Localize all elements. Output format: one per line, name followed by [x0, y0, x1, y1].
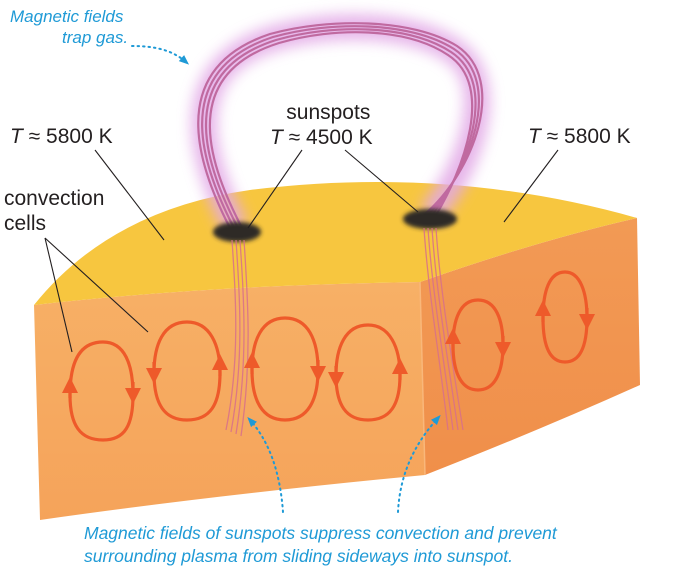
leader-lines	[44, 149, 559, 353]
right-temp-value: ≈ 5800 K	[546, 125, 631, 148]
leader-sunspot-right	[344, 149, 419, 213]
magnetic-field-line	[197, 22, 484, 229]
left-temp-label: T ≈ 5800 K	[10, 124, 113, 149]
left-temp-symbol: T	[10, 125, 23, 148]
callout-sunspot-right	[397, 415, 441, 513]
magnetic-loop	[191, 14, 490, 234]
convection-line2: cells	[4, 212, 47, 235]
magnetic-trap-label: Magnetic fields trap gas.	[10, 6, 128, 48]
leader-convection-2	[44, 237, 149, 333]
convection-cell	[451, 298, 505, 392]
front-face	[34, 282, 425, 520]
magnetic-trap-line1: Magnetic fields	[10, 7, 124, 26]
edge-highlight	[419, 281, 426, 476]
solar-block	[34, 181, 640, 520]
magnetic-trap-line2: trap gas.	[62, 28, 129, 47]
convection-cell	[334, 323, 402, 422]
convection-label: convection cells	[4, 186, 104, 236]
blue-callouts	[131, 45, 441, 513]
magnetic-field-line	[201, 25, 480, 229]
convection-cell	[68, 340, 135, 442]
leader-convection-1	[44, 237, 73, 353]
left-temp-value: ≈ 5800 K	[28, 125, 113, 148]
convection-cell	[250, 316, 320, 422]
bottom-caption-line2: surrounding plasma from sliding sideways…	[84, 546, 513, 566]
convection-line1: convection	[4, 187, 105, 210]
sunspots-temp: T ≈ 4500 K	[270, 125, 373, 150]
callout-sunspot-left	[247, 417, 284, 513]
magnetic-field-line	[208, 31, 474, 229]
leader-right-temp	[503, 149, 559, 223]
side-face	[420, 218, 640, 475]
sunspots-temp-value: ≈ 4500 K	[288, 126, 373, 149]
right-temp-label: T ≈ 5800 K	[528, 124, 631, 149]
subsurface-field-lines	[225, 227, 464, 437]
bottom-caption: Magnetic fields of sunspots suppress con…	[84, 522, 557, 568]
sunspots-temp-symbol: T	[270, 126, 283, 149]
convection-cells	[62, 270, 595, 442]
bottom-caption-line1: Magnetic fields of sunspots suppress con…	[84, 523, 557, 543]
sunspots-label: sunspots T ≈ 4500 K	[270, 100, 373, 150]
convection-cell	[152, 320, 222, 422]
right-temp-symbol: T	[528, 125, 541, 148]
leader-sunspot-left	[247, 149, 303, 229]
surface-top	[34, 181, 637, 305]
magnetic-field-line	[205, 28, 477, 229]
convection-cell	[541, 270, 589, 364]
sunspot-left	[213, 222, 261, 242]
sunspot-right	[403, 209, 457, 229]
callout-trap-gas	[131, 45, 190, 65]
sunspots-word: sunspots	[286, 101, 371, 124]
leader-left-temp	[94, 149, 165, 241]
